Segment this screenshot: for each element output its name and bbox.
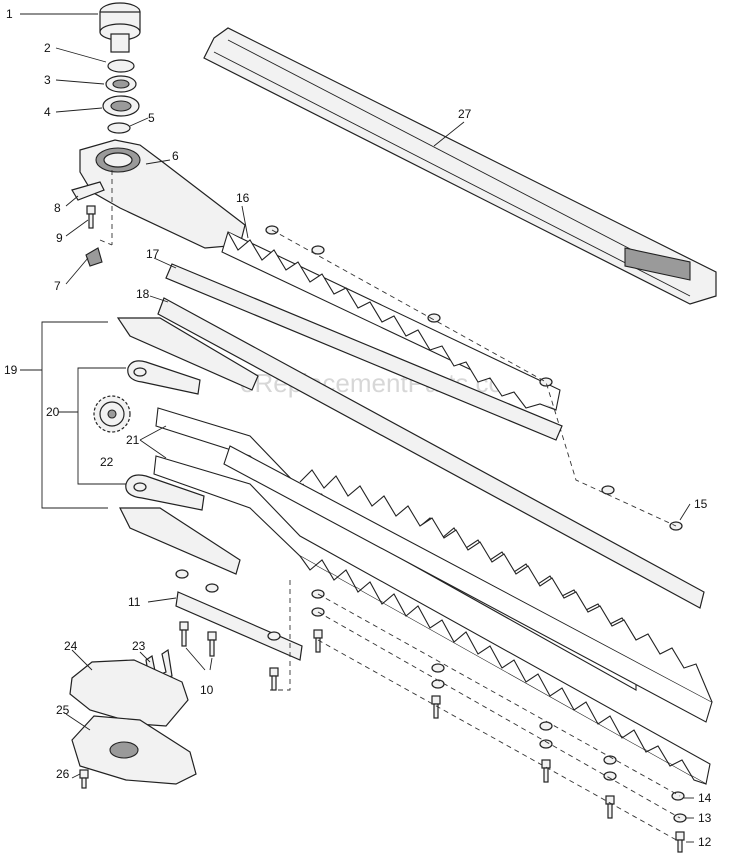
callout-19: 19 (4, 363, 18, 377)
bracket-20 (77, 367, 126, 485)
part-21-blade-top-teeth (223, 445, 713, 723)
callout-14: 14 (698, 791, 712, 805)
callout-26: 26 (56, 767, 70, 781)
callout-labels: 1 2 3 4 5 6 7 8 9 10 11 12 13 14 15 16 1… (4, 7, 712, 849)
part-20-link-lower (125, 474, 205, 511)
callout-24: 24 (64, 639, 78, 653)
callout-10: 10 (200, 683, 214, 697)
part-17-bar (165, 263, 563, 441)
callout-12: 12 (698, 835, 712, 849)
part-22-gear (93, 395, 131, 433)
part-9-bolt (86, 205, 96, 229)
callout-7: 7 (54, 279, 61, 293)
part-27-blade-guard (203, 27, 717, 305)
part-11-bar (175, 591, 303, 661)
callout-3: 3 (44, 73, 51, 87)
callout-13: 13 (698, 811, 712, 825)
part-10-bolts (179, 621, 615, 819)
part-20-link-upper (127, 360, 201, 395)
part-16-upper-blade (221, 231, 561, 411)
callout-15: 15 (694, 497, 708, 511)
part-19-plate-lower (119, 507, 241, 575)
callout-1: 1 (6, 7, 13, 21)
callout-18: 18 (136, 287, 150, 301)
callout-21: 21 (126, 433, 140, 447)
callout-4: 4 (44, 105, 51, 119)
part-19-plate-upper (116, 317, 259, 391)
callout-17: 17 (146, 247, 160, 261)
part-12-bolt (675, 831, 685, 853)
part-8-lever (71, 181, 105, 201)
callout-9: 9 (56, 231, 63, 245)
callout-20: 20 (46, 405, 60, 419)
part-24-cover (69, 659, 189, 727)
part-5-clip (107, 122, 131, 134)
washer (267, 631, 281, 641)
callout-2: 2 (44, 41, 51, 55)
callout-27: 27 (458, 107, 472, 121)
part-3-bearing (105, 75, 137, 93)
callout-6: 6 (172, 149, 179, 163)
part-4-bearing (102, 95, 140, 117)
callout-11: 11 (128, 595, 141, 609)
callout-23: 23 (132, 639, 146, 653)
bracket-19 (41, 321, 108, 509)
part-2-washer (107, 59, 135, 73)
washer (175, 569, 189, 579)
callout-25: 25 (56, 703, 70, 717)
part-1-knob (99, 2, 141, 53)
leader-lines (20, 13, 694, 843)
callout-22: 22 (100, 455, 114, 469)
part-21-blade-lower (153, 455, 711, 785)
part-6-gear-case (79, 139, 246, 249)
part-18-bar (157, 297, 705, 609)
washer (205, 583, 219, 593)
callout-16: 16 (236, 191, 250, 205)
callout-8: 8 (54, 201, 61, 215)
part-7-clip (85, 247, 103, 267)
part-16-nuts (265, 225, 683, 531)
part-25-housing (71, 715, 197, 785)
callout-5: 5 (148, 111, 155, 125)
lower-washers (311, 589, 687, 823)
part-26-screw (79, 769, 89, 789)
